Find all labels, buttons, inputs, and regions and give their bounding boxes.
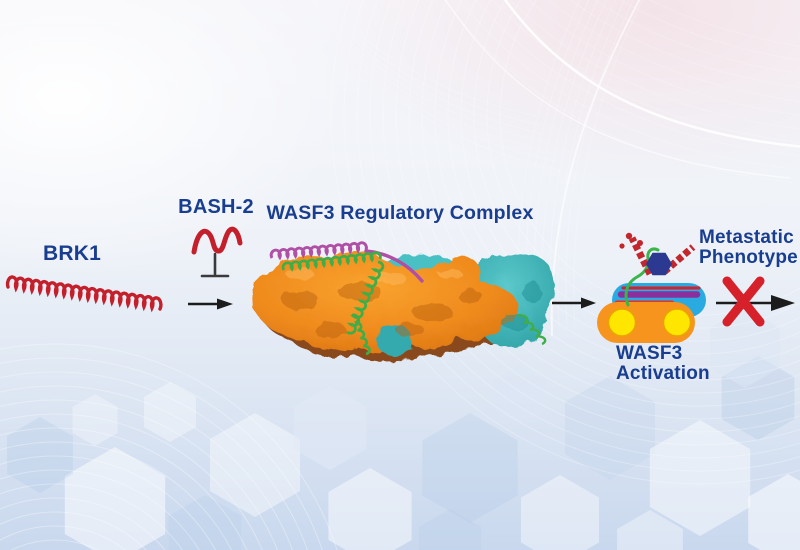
metastatic-phenotype-label-line2: Phenotype xyxy=(699,246,798,268)
complex-magenta-helix xyxy=(269,241,368,261)
complex-highlight-spots xyxy=(286,268,462,284)
bash2-label: BASH-2 xyxy=(178,196,254,218)
wasf3-activation-label: WASF3 Activation xyxy=(616,344,710,384)
blocked-cross-icon xyxy=(722,276,765,327)
cartoon-actin-rods xyxy=(628,236,696,276)
complex-green-helix-3 xyxy=(351,313,371,356)
complex-green-helix-4 xyxy=(517,314,547,346)
metastatic-phenotype-label-line1: Metastatic xyxy=(699,227,794,248)
flow-arrow-3 xyxy=(716,295,795,311)
complex-magenta-strand xyxy=(364,249,424,283)
brk1-helix-icon xyxy=(5,275,163,313)
complex-teal-shading xyxy=(501,281,541,330)
metastatic-phenotype-label: Metastatic Phenotype xyxy=(699,228,798,267)
cartoon-yellow-wheel-left xyxy=(607,308,637,337)
wasf3-activation-label-line1: WASF3 xyxy=(616,343,683,364)
hexagon-pattern xyxy=(7,308,800,550)
cartoon-red-dots xyxy=(619,232,643,249)
cartoon-green-string xyxy=(624,247,660,307)
wasf3-activation-label-line2: Activation xyxy=(616,363,710,384)
flow-arrow-2 xyxy=(552,297,596,309)
cartoon-navy-hexagon xyxy=(646,252,672,276)
inhibition-tbar-icon xyxy=(200,252,230,278)
complex-green-helix-1 xyxy=(281,251,382,272)
flow-arrow-1 xyxy=(188,298,233,310)
complex-title-label: WASF3 Regulatory Complex xyxy=(266,202,534,224)
wasf3-complex-structure xyxy=(251,241,555,363)
wasf3-activation-cartoon xyxy=(597,232,706,343)
bash2-peptide-icon xyxy=(191,226,243,255)
brk1-label: BRK1 xyxy=(43,242,101,265)
cartoon-yellow-wheel-right xyxy=(662,308,692,337)
complex-shading-spots xyxy=(282,283,482,338)
